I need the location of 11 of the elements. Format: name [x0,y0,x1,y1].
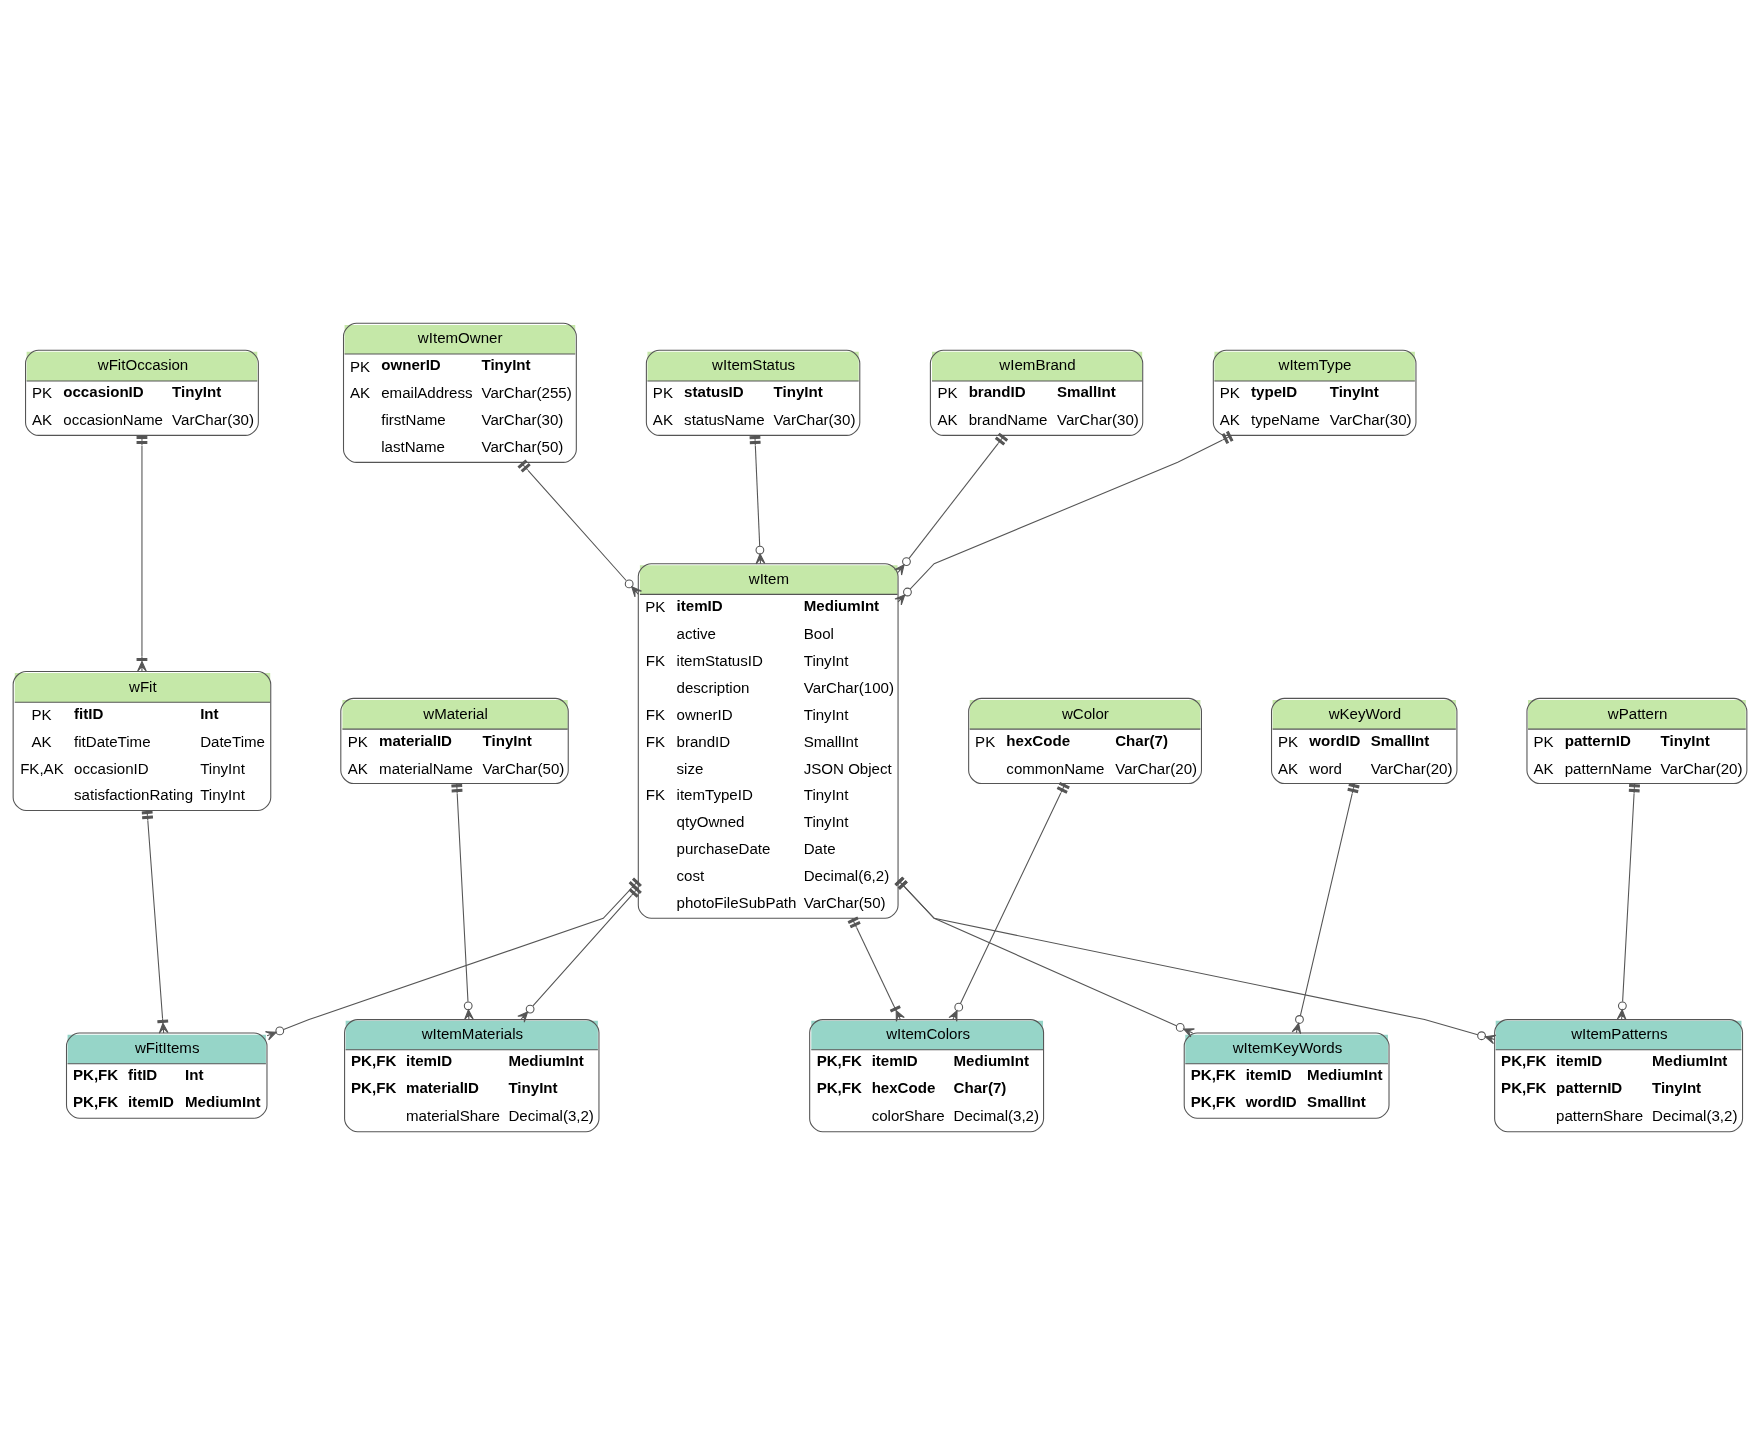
connector [894,876,1195,1037]
connector [894,876,1497,1044]
connector [847,916,905,1022]
connector [265,877,642,1040]
connector [894,430,1234,605]
connector [948,781,1070,1022]
connector [517,458,642,597]
connector [1616,782,1640,1020]
connector [1291,782,1360,1034]
connector [141,809,169,1034]
connector [894,432,1009,576]
